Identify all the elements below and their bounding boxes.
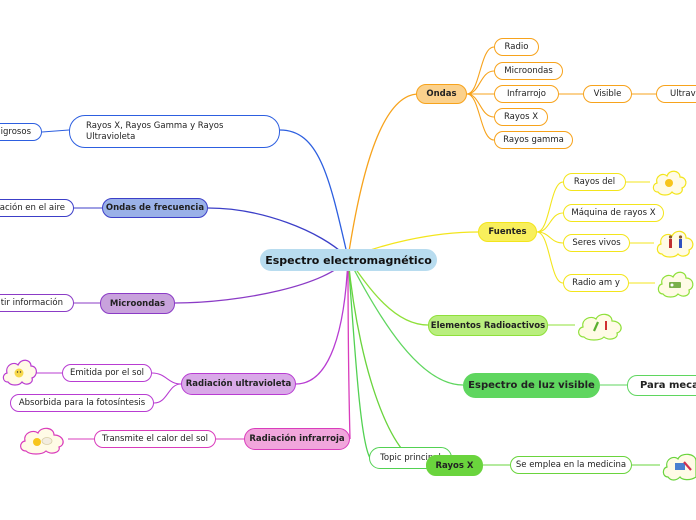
connector-fuentes-children <box>536 181 655 284</box>
ondas-node[interactable]: Ondas <box>416 84 467 104</box>
rayos-grupo-label: Rayos X, Rayos Gamma y Rayos Ultraviolet… <box>86 120 224 142</box>
test-tubes-icon <box>578 313 622 341</box>
sun-cloud-icon <box>20 427 64 455</box>
ondas-item-infrarrojo[interactable]: Infrarrojo <box>494 85 559 103</box>
rayos-grupo-node[interactable]: Rayos X, Rayos Gamma y Rayos Ultraviolet… <box>69 115 280 148</box>
ondas-item-microondas[interactable]: Microondas <box>494 62 563 80</box>
radioactivos-node[interactable]: Elementos Radioactivos <box>428 315 548 336</box>
fuentes-item-maquina[interactable]: Máquina de rayos X <box>563 204 664 222</box>
luz-visible-child[interactable]: Para mecar <box>627 375 696 396</box>
smiley-icon <box>2 359 37 386</box>
rayos-grupo-child[interactable]: igrosos <box>0 123 42 141</box>
radiacion-ir-node[interactable]: Radiación infrarroja <box>244 428 350 450</box>
rayos-x-node[interactable]: Rayos X <box>426 455 483 476</box>
fuentes-item-seres-vivos[interactable]: Seres vivos <box>563 234 630 252</box>
luz-visible-node[interactable]: Espectro de luz visible <box>463 373 600 398</box>
radio-icon <box>657 271 694 298</box>
fuentes-item-rayos-del[interactable]: Rayos del <box>563 173 626 191</box>
radiacion-uv-node[interactable]: Radiación ultravioleta <box>181 373 296 395</box>
connector-rayos-x <box>347 257 427 466</box>
connector-luz-visible <box>347 257 464 386</box>
ondas-item-rayos-gamma[interactable]: Rayos gamma <box>494 131 573 149</box>
sun-icon <box>652 170 687 196</box>
radiacion-uv-child-absorbida[interactable]: Absorbida para la fotosíntesis <box>10 394 154 412</box>
fuentes-node[interactable]: Fuentes <box>478 222 537 242</box>
microondas-child[interactable]: itir información <box>0 294 74 312</box>
radiacion-ir-child[interactable]: Transmite el calor del sol <box>94 430 216 448</box>
fuentes-item-radio[interactable]: Radio am y <box>563 274 629 292</box>
medical-tools-icon <box>662 453 696 481</box>
connector-ondas <box>347 93 419 259</box>
connector-rayos-grupo-child <box>41 129 70 133</box>
connector-topic <box>347 257 371 459</box>
connector-uv-children <box>35 372 182 404</box>
ondas-ultravioleta-node[interactable]: Ultravi <box>656 85 696 103</box>
connector-rayos-grupo <box>279 129 349 259</box>
ondas-frecuencia-child[interactable]: nación en el aire <box>0 199 74 217</box>
ondas-frecuencia-node[interactable]: Ondas de frecuencia <box>102 198 208 218</box>
connector-uv <box>295 257 349 385</box>
connector-ir <box>347 257 351 440</box>
people-icon <box>656 230 694 258</box>
ondas-item-radio[interactable]: Radio <box>494 38 539 56</box>
connector-ondas-children <box>466 46 656 141</box>
ondas-visible-node[interactable]: Visible <box>583 85 632 103</box>
radiacion-uv-child-emitida[interactable]: Emitida por el sol <box>62 364 152 382</box>
central-topic[interactable]: Espectro electromagnético <box>260 249 437 271</box>
rayos-x-child[interactable]: Se emplea en la medicina <box>510 456 632 474</box>
ondas-item-rayos-x[interactable]: Rayos X <box>494 108 548 126</box>
microondas-node[interactable]: Microondas <box>100 293 175 314</box>
connector-frecuencia <box>207 207 349 259</box>
